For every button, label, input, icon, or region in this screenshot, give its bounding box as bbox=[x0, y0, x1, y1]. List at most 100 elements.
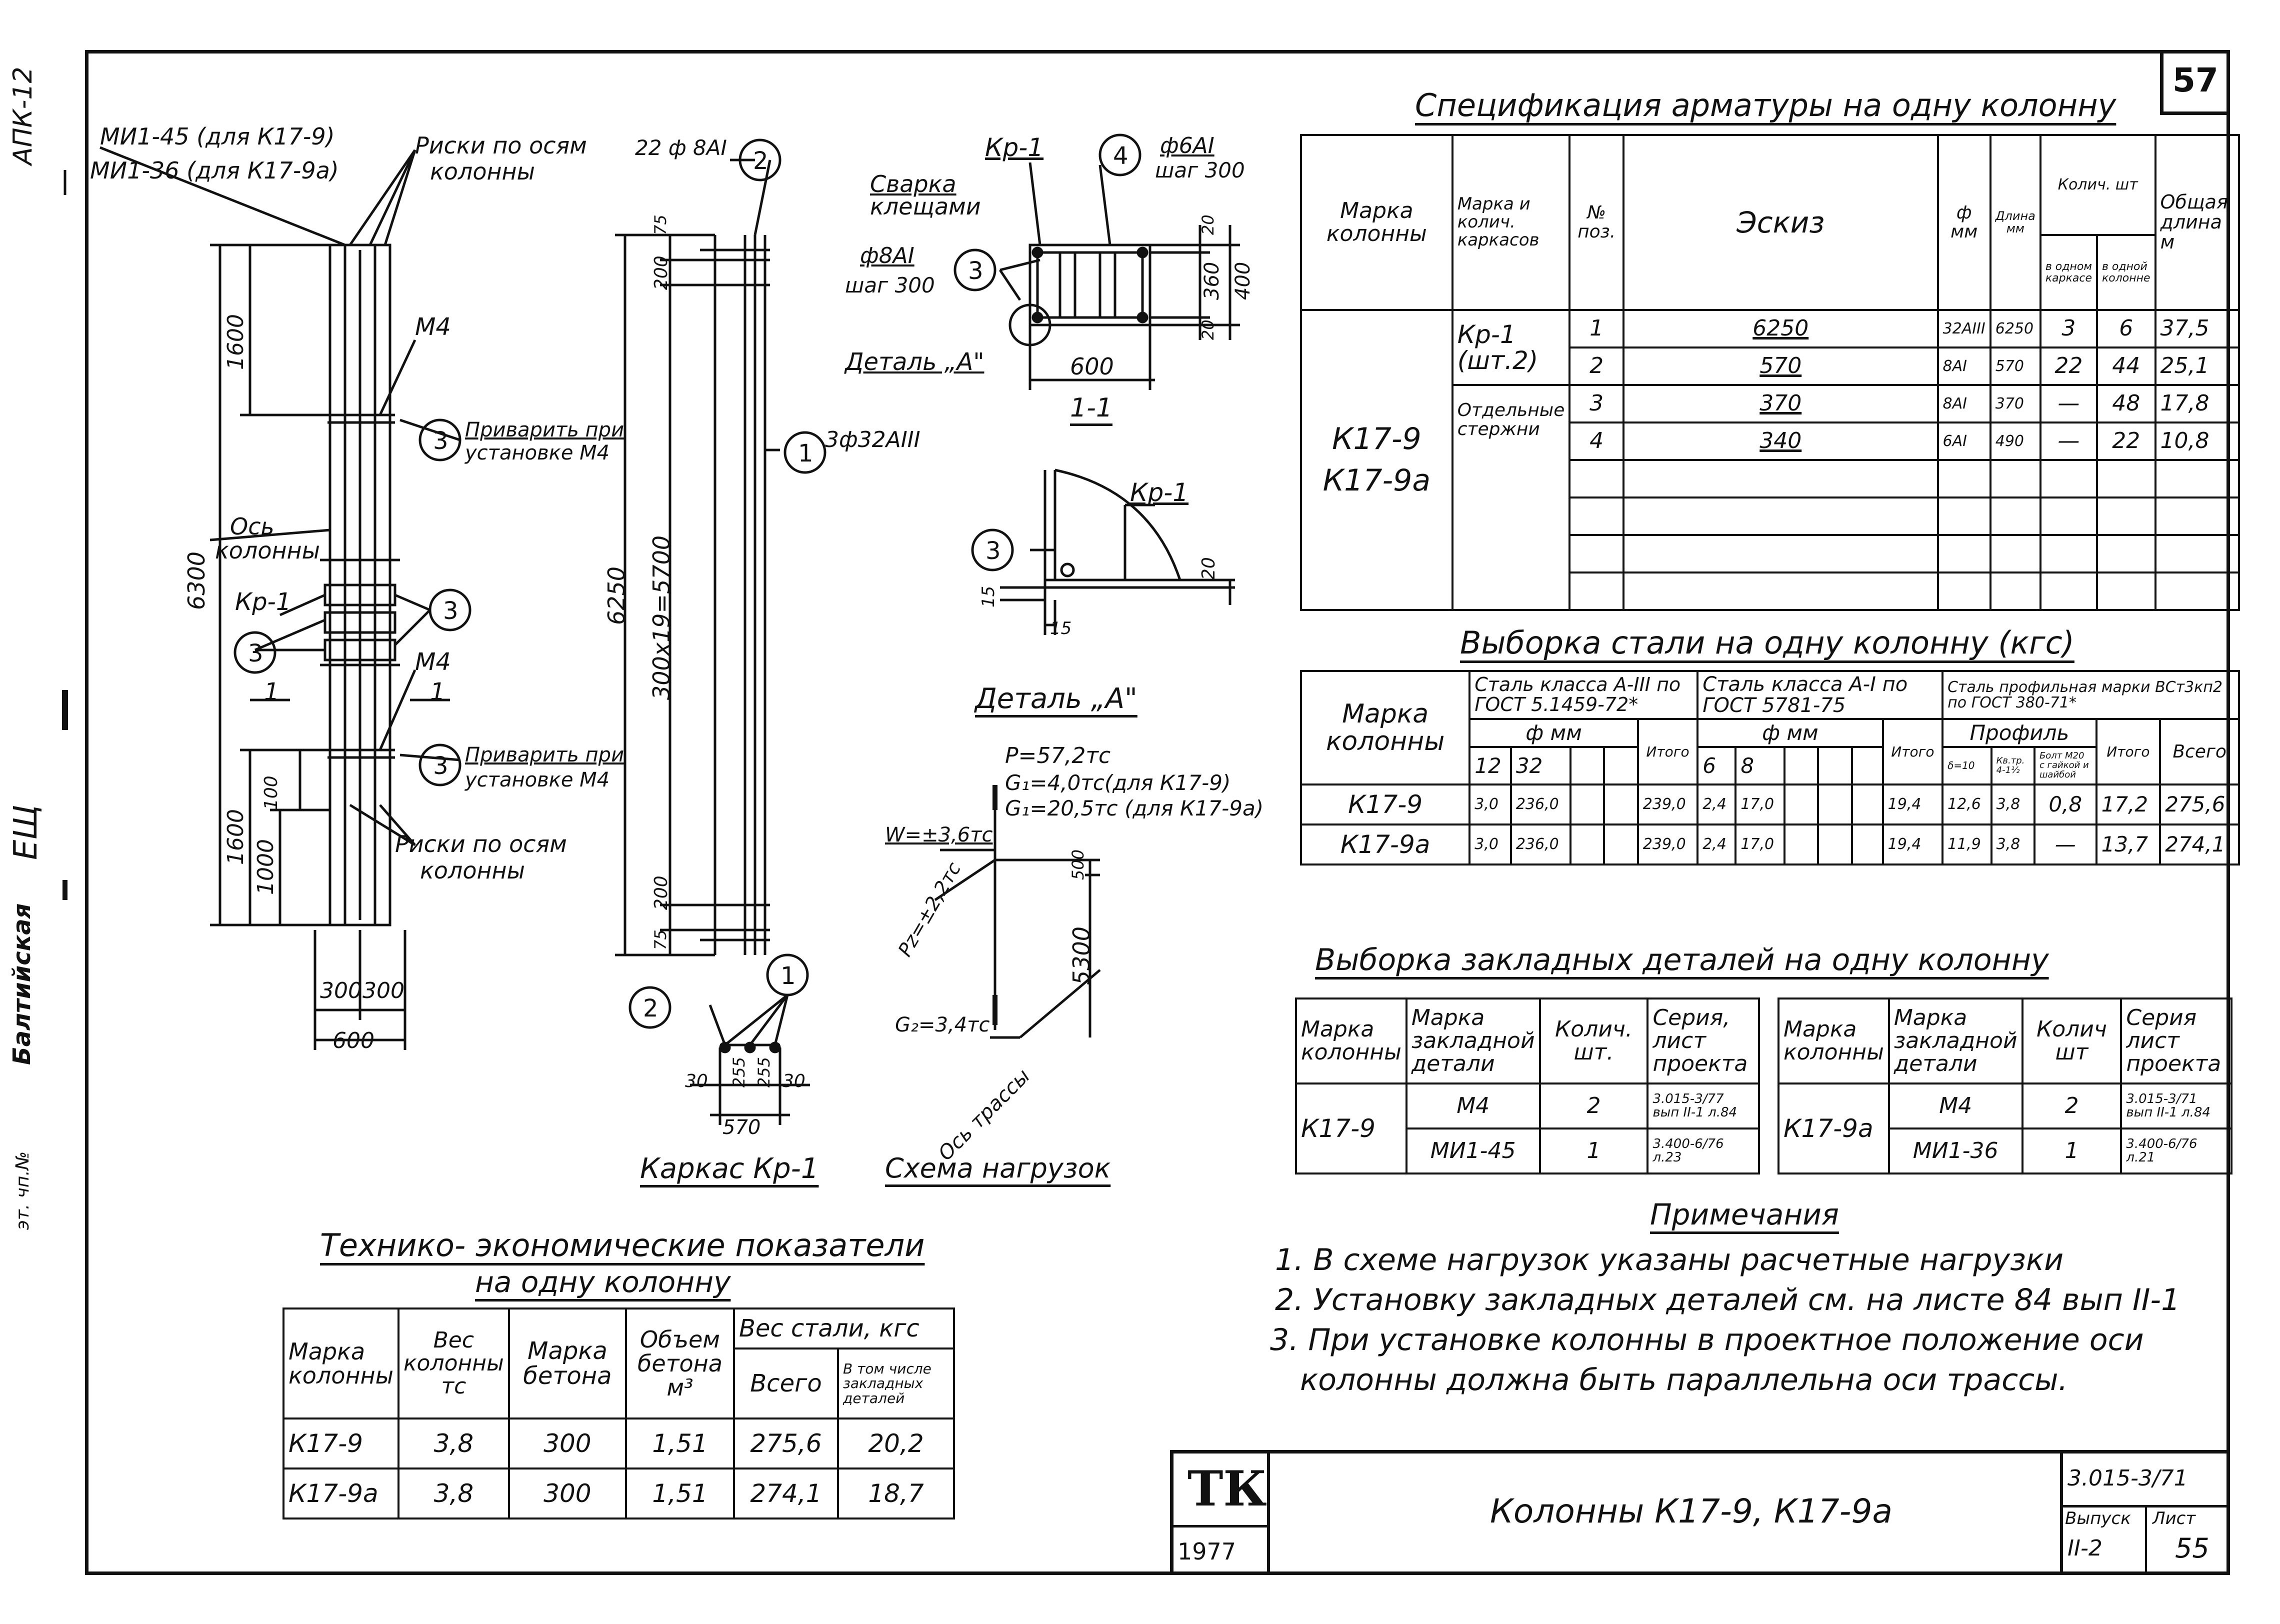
emb-r-h-part: Марка закладной детали bbox=[1888, 998, 2024, 1084]
title-block-right-vdivider bbox=[2145, 1505, 2147, 1575]
kr1-label: Кр-1 bbox=[235, 588, 292, 616]
callout-1-b: 1 bbox=[780, 962, 796, 990]
weld-label-2: клещами bbox=[870, 193, 981, 220]
spec-pos-1: 1 bbox=[1568, 309, 1624, 348]
note-1: 1. В схеме нагрузок указаны расчетные на… bbox=[1275, 1242, 2064, 1278]
spec-total-2: 25,1 bbox=[2154, 346, 2240, 386]
emb-r-h-qty: Колич шт bbox=[2021, 998, 2122, 1084]
detail-dim-15-b: 15 bbox=[1050, 618, 1072, 638]
spec-sketch-3: 370 bbox=[1622, 384, 1939, 424]
steel-v32-2: 236,0 bbox=[1510, 824, 1572, 866]
steel-h-fmm-a: ф мм bbox=[1468, 718, 1639, 748]
dim-300-left: 300 bbox=[320, 978, 362, 1004]
steel-h-profile: Профиль bbox=[1942, 718, 2098, 748]
dim-200-top: 200 bbox=[651, 256, 672, 290]
weld-note-1b: установке М4 bbox=[465, 442, 610, 464]
series-code: 3.015-3/71 bbox=[2068, 1466, 2188, 1491]
dim-1600-bottom: 1600 bbox=[223, 809, 248, 865]
steel-bolt-2: — bbox=[2033, 824, 2098, 866]
emb-r-part-1: М4 bbox=[1888, 1082, 2024, 1130]
callout-3-d: 3 bbox=[433, 752, 448, 780]
callout-1: 1 bbox=[798, 440, 814, 468]
weld-note-2b: установке М4 bbox=[465, 768, 610, 792]
callout-4: 4 bbox=[1113, 142, 1128, 170]
spec-d-1: 32АIII bbox=[1936, 309, 1992, 348]
callout-3-a: 3 bbox=[433, 427, 448, 455]
spec-len-4: 490 bbox=[1989, 422, 2042, 461]
spec-table: Марка колонны Марка и колич. каркасов № … bbox=[1300, 134, 2240, 611]
steel-mark-2: К17-9а bbox=[1300, 824, 1471, 866]
spec-h-d: ф мм bbox=[1936, 134, 1992, 311]
spec-empty-row bbox=[1301, 572, 2240, 611]
load-p: P=57,2тс bbox=[1005, 743, 1111, 768]
tech-steel-1: 275,6 bbox=[732, 1418, 840, 1470]
steel-h-s10: δ=10 bbox=[1942, 746, 1992, 786]
section-dim-20-a: 20 bbox=[1198, 214, 1218, 235]
spec-sketch-2: 570 bbox=[1622, 346, 1939, 386]
spec-h-sketch: Эскиз bbox=[1622, 134, 1939, 311]
weld-label: Сварка bbox=[870, 170, 956, 198]
steel-total-1: 275,6 bbox=[2159, 784, 2240, 826]
callout-3-section: 3 bbox=[968, 257, 984, 285]
weld-note-2: Приварить при bbox=[465, 744, 624, 766]
steel-v12-1: 3,0 bbox=[1468, 784, 1512, 826]
embedded-title: Выборка закладных деталей на одну колонн… bbox=[1315, 942, 2049, 978]
embedded-table-left: Марка колонны Марка закладной детали Кол… bbox=[1295, 998, 1760, 1174]
tech-h-emb: В том числе закладных деталей bbox=[837, 1348, 955, 1420]
steel-h-a3: Сталь класса А-III по ГОСТ 5.1459-72* bbox=[1468, 670, 1699, 720]
dim-255-a: 255 bbox=[730, 1056, 748, 1088]
year: 1977 bbox=[1178, 1538, 1236, 1565]
spec-column-marks: К17-9 К17-9а bbox=[1300, 309, 1454, 611]
tech-h-all: Всего bbox=[732, 1348, 840, 1420]
steel-title: Выборка стали на одну колонну (кгс) bbox=[1460, 624, 2074, 661]
tech-weight-2: 3,8 bbox=[397, 1468, 510, 1520]
spec-d-4: 6АI bbox=[1936, 422, 1992, 461]
issue-label: Выпуск bbox=[2065, 1508, 2131, 1528]
steel-itogo2-1: 19,4 bbox=[1882, 784, 1944, 826]
sheet-number: 57 bbox=[2172, 61, 2218, 100]
steel-s10-2: 11,9 bbox=[1942, 824, 1992, 866]
steel-h-bolt: Болт М20 с гайкой и шайбой bbox=[2033, 746, 2098, 786]
emb-l-h-mark: Марка колонны bbox=[1295, 998, 1408, 1084]
spec-sketch-4: 340 bbox=[1622, 422, 1939, 461]
emb-l-qty-2: 1 bbox=[1538, 1128, 1649, 1174]
detail-callout-3: 3 bbox=[986, 537, 1001, 565]
steel-itogo1-2: 239,0 bbox=[1636, 824, 1699, 866]
embedded-part-label-1: МИ1-45 (для К17-9) bbox=[100, 123, 335, 150]
tech-emb-1: 20,2 bbox=[837, 1418, 955, 1470]
spec-title: Спецификация арматуры на одну колонну bbox=[1415, 87, 2116, 124]
emb-r-h-mark: Марка колонны bbox=[1778, 998, 1890, 1084]
steel-itogo3-1: 17,2 bbox=[2095, 784, 2162, 826]
bars-f6-label: ф6АI bbox=[1160, 133, 1214, 158]
spec-len-3: 370 bbox=[1989, 384, 2042, 424]
spec-total-3: 17,8 bbox=[2154, 384, 2240, 424]
emb-r-series-2: 3.400-6/76 л.21 bbox=[2120, 1128, 2232, 1174]
steel-h-itogo-3: Итого bbox=[2095, 718, 2162, 786]
axis-label: Ось bbox=[230, 513, 274, 540]
tech-mark-1: К17-9 bbox=[282, 1418, 400, 1470]
spec-n1-4: — bbox=[2039, 422, 2098, 461]
spec-group-1: Кр-1 (шт.2) bbox=[1451, 309, 1571, 386]
steel-h-mark: Марка колонны bbox=[1300, 670, 1471, 786]
tech-subtitle: на одну колонну bbox=[475, 1265, 731, 1299]
spec-h-pos: № поз. bbox=[1568, 134, 1624, 311]
callout-3-c: 3 bbox=[248, 640, 264, 668]
steel-h-6: 6 bbox=[1696, 746, 1737, 786]
embedded-table-right: Марка колонны Марка закладной детали Кол… bbox=[1778, 998, 2232, 1174]
steel-v32-1: 236,0 bbox=[1510, 784, 1572, 826]
dim-255-b: 255 bbox=[754, 1056, 774, 1088]
embedded-part-label-2: МИ1-36 (для К17-9а) bbox=[90, 157, 339, 184]
section-caption: 1-1 bbox=[1070, 393, 1112, 423]
emb-l-h-qty: Колич. шт. bbox=[1538, 998, 1649, 1084]
dim-1600-top: 1600 bbox=[223, 314, 248, 370]
load-g1-b: G₁=20,5тс (для К17-9а) bbox=[1005, 796, 1264, 820]
note-3: 3. При установке колонны в проектное пол… bbox=[1270, 1322, 2144, 1358]
emb-l-qty-1: 2 bbox=[1538, 1082, 1649, 1130]
axis-label-2: колонны bbox=[215, 537, 320, 564]
m4-label-bottom: М4 bbox=[415, 648, 451, 676]
note-2: 2. Установку закладных деталей см. на ли… bbox=[1275, 1282, 2180, 1318]
bars-f8-label: ф8АI bbox=[860, 243, 914, 268]
load-caption: Схема нагрузок bbox=[885, 1152, 1111, 1184]
tech-weight-1: 3,8 bbox=[397, 1418, 510, 1470]
